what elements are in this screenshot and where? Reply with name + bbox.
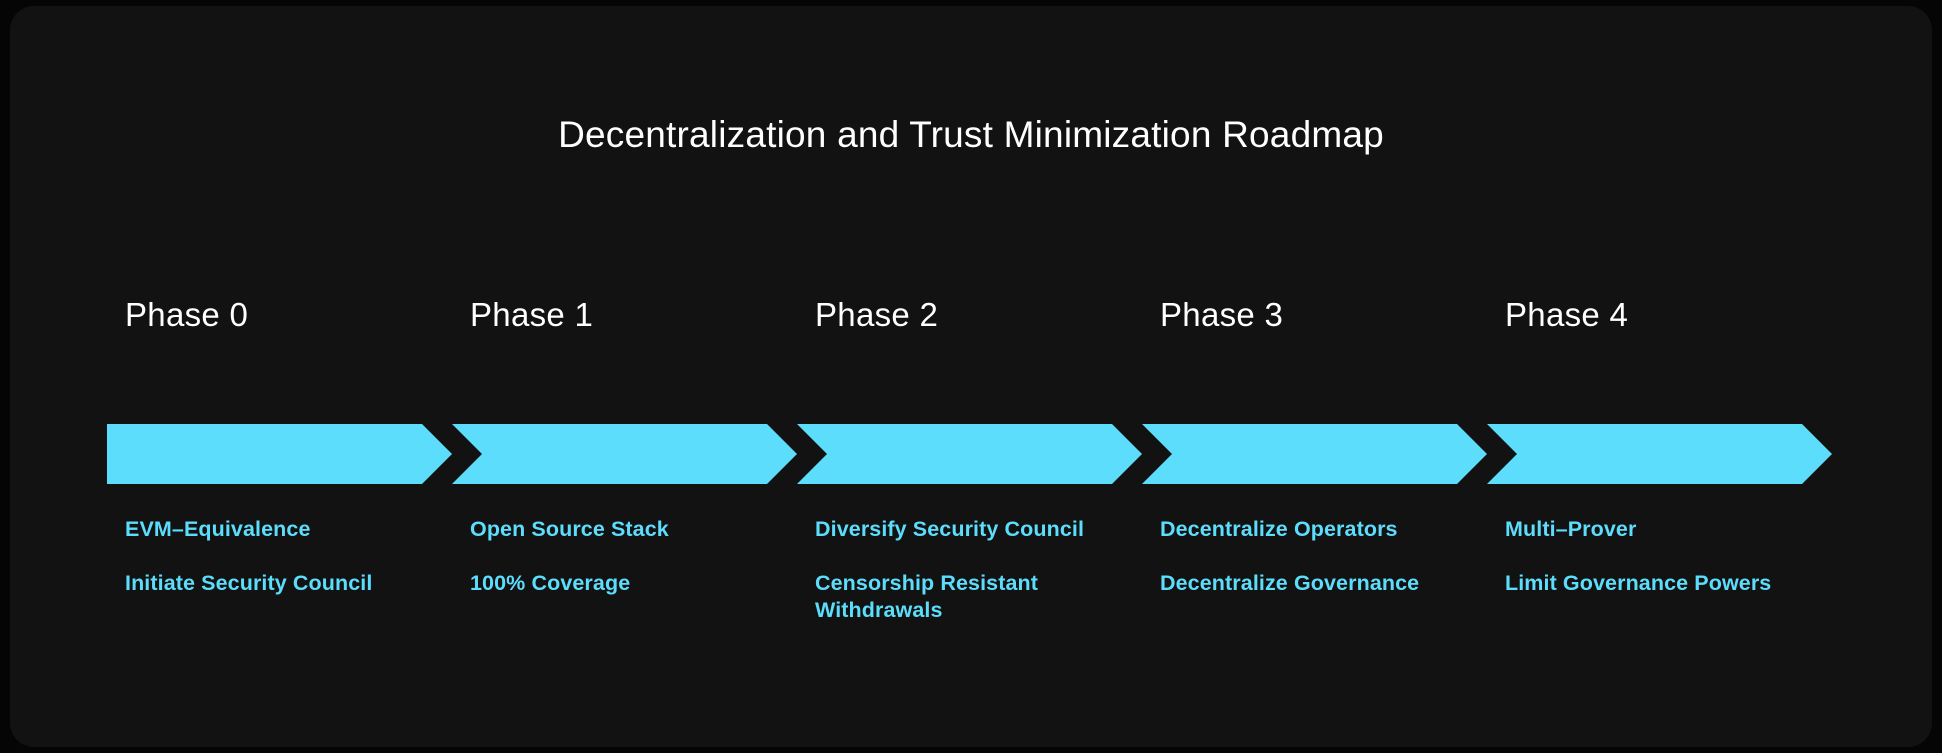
phase-item: Censorship Resistant Withdrawals xyxy=(815,571,1039,623)
phase-arrow-1 xyxy=(452,424,797,484)
phase-items-2: Diversify Security Council Censorship Re… xyxy=(815,516,1115,624)
page-title: Decentralization and Trust Minimization … xyxy=(558,114,1384,155)
phase-item: Decentralize Operators xyxy=(1160,517,1398,541)
phase-column-1: Phase 1 Open Source Stack 100% Coverage xyxy=(442,6,787,747)
phase-track: Phase 0 EVM–Equivalence Initiate Securit… xyxy=(97,6,1897,747)
phase-items-0: EVM–Equivalence Initiate Security Counci… xyxy=(125,516,425,597)
phase-item: Multi–Prover xyxy=(1505,517,1637,541)
phase-item: Limit Governance Powers xyxy=(1505,571,1772,596)
phase-items-1: Open Source Stack 100% Coverage xyxy=(470,516,770,597)
phase-item: EVM–Equivalence xyxy=(125,517,311,541)
roadmap-panel: Decentralization and Trust Minimization … xyxy=(10,6,1932,747)
phase-label-3: Phase 3 xyxy=(1160,296,1284,333)
phase-item: 100% Coverage xyxy=(470,571,631,596)
phase-items-3: Decentralize Operators Decentralize Gove… xyxy=(1160,516,1460,597)
phase-arrow-0 xyxy=(107,424,452,484)
phase-column-3: Phase 3 Decentralize Operators Decentral… xyxy=(1132,6,1477,747)
phase-column-2: Phase 2 Diversify Security Council Censo… xyxy=(787,6,1132,747)
phase-label-0: Phase 0 xyxy=(125,296,249,333)
phase-item: Initiate Security Council xyxy=(125,571,373,596)
phase-arrow-3 xyxy=(1142,424,1487,484)
phase-items-4: Multi–Prover Limit Governance Powers xyxy=(1505,516,1805,597)
phase-label-1: Phase 1 xyxy=(470,296,594,333)
phase-arrow-4 xyxy=(1487,424,1832,484)
phase-item: Open Source Stack xyxy=(470,517,669,541)
phase-arrow-2 xyxy=(797,424,1142,484)
phase-item: Diversify Security Council xyxy=(815,517,1085,541)
phase-column-0: Phase 0 EVM–Equivalence Initiate Securit… xyxy=(97,6,442,747)
phase-column-4: Phase 4 Multi–Prover Limit Governance Po… xyxy=(1477,6,1822,747)
phase-label-2: Phase 2 xyxy=(815,296,939,333)
phase-label-4: Phase 4 xyxy=(1505,296,1629,333)
phase-item: Decentralize Governance xyxy=(1160,571,1420,596)
